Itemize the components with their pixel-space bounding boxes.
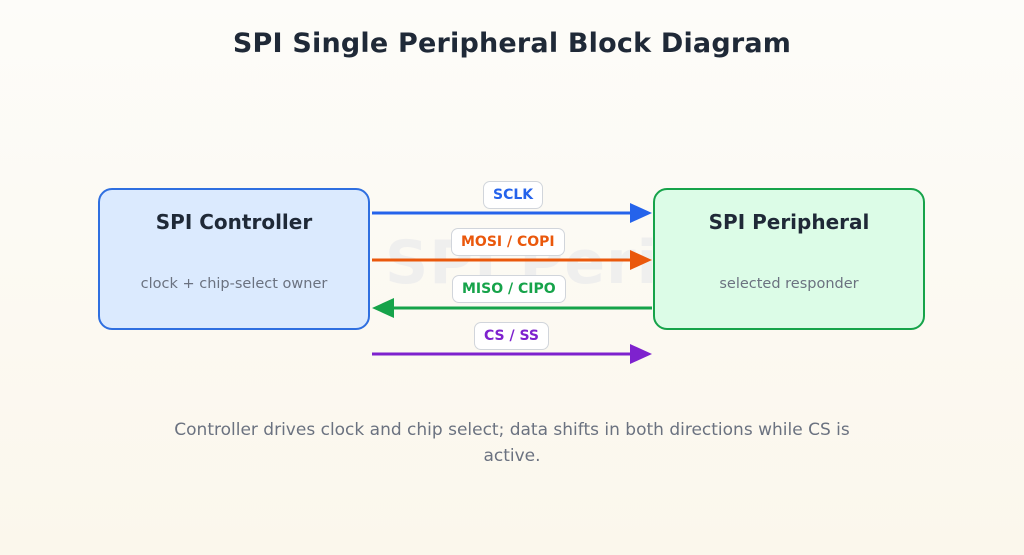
mosi-arrowhead (630, 250, 652, 270)
controller-block: SPI Controller clock + chip-select owner (98, 188, 370, 330)
mosi-label: MOSI / COPI (451, 228, 565, 256)
cs-label: CS / SS (474, 322, 550, 350)
controller-title: SPI Controller (155, 210, 313, 234)
miso-arrowhead (372, 298, 394, 318)
peripheral-subtitle: selected responder (719, 276, 859, 292)
controller-subtitle: clock + chip-select owner (140, 276, 328, 292)
diagram-caption: Controller drives clock and chip select;… (174, 420, 850, 466)
cs-arrowhead (630, 344, 652, 364)
sclk-arrowhead (630, 203, 652, 223)
page-title: SPI Single Peripheral Block Diagram (232, 28, 792, 59)
miso-label: MISO / CIPO (452, 275, 566, 303)
peripheral-block: SPI Peripheral selected responder (653, 188, 925, 330)
peripheral-title: SPI Peripheral (708, 210, 870, 234)
sclk-label: SCLK (483, 181, 544, 209)
